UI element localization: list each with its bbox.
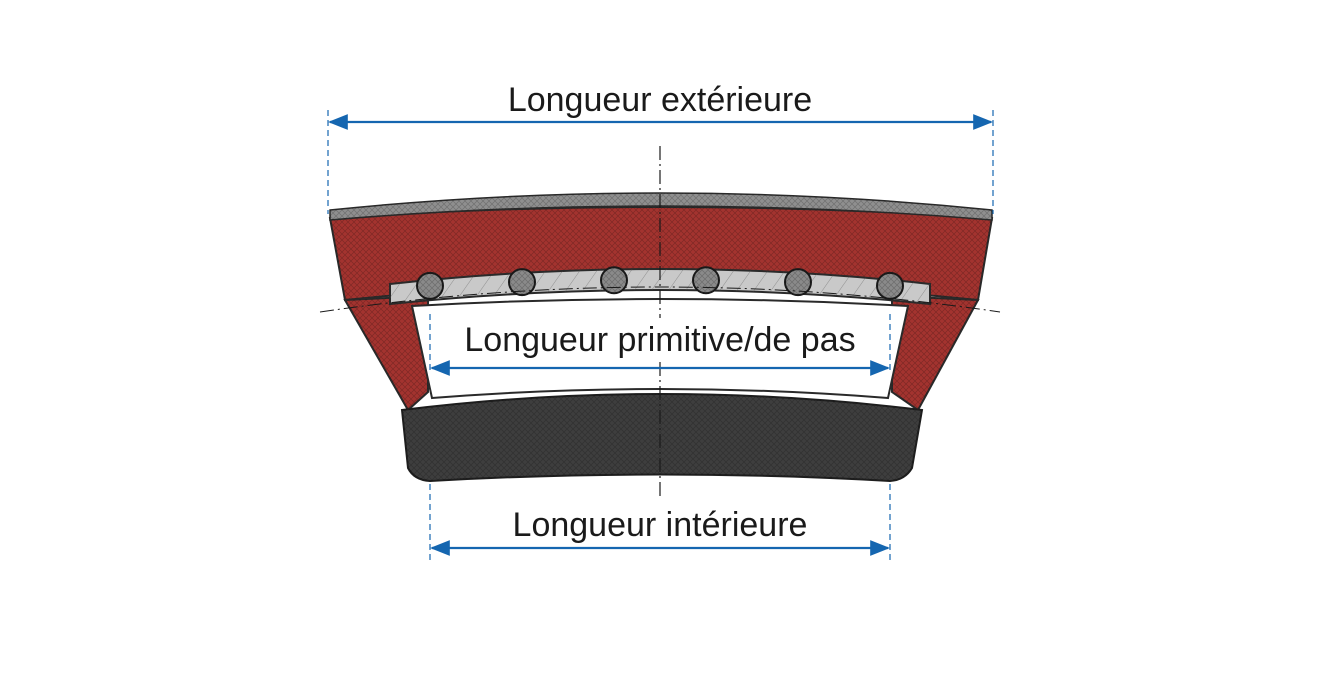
pitch-line: [319, 286, 1001, 313]
inner-length-label: Longueur intérieure: [513, 506, 808, 544]
tension-cord-hatch: [601, 267, 627, 294]
tension-cords: [416, 266, 904, 300]
pitch-length-label: Longueur primitive/de pas: [464, 321, 855, 359]
tension-cord-hatch: [693, 267, 719, 294]
tension-cord-hatch: [877, 272, 903, 299]
tension-cord-hatch: [509, 269, 535, 296]
outer-length-label: Longueur extérieure: [508, 81, 812, 119]
tension-cord-hatch: [417, 272, 443, 299]
tension-cord-hatch: [785, 269, 811, 296]
